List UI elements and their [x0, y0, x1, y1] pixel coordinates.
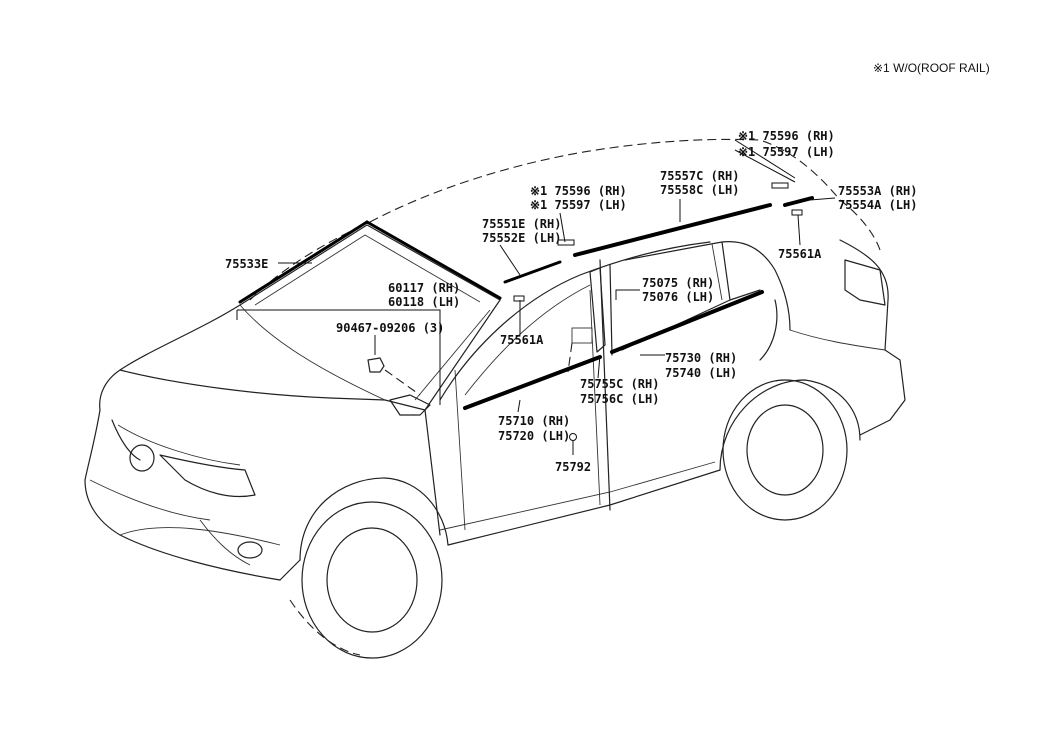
label-75597-lh-mid: ※1 75597 (LH) [530, 198, 627, 212]
front-door-belt-moulding-75710 [463, 355, 602, 410]
roof-clip-75596-mid [557, 239, 575, 246]
roof-moulding-75557c [573, 203, 772, 257]
label-75710: 75710 (RH) [498, 414, 570, 428]
clip-75561a-right [791, 209, 803, 216]
car-outline [84, 138, 906, 659]
rear-roof-moulding-75553a [783, 196, 814, 207]
label-75597-lh-top: ※1 75597 (LH) [738, 145, 835, 159]
label-75552e: 75552E (LH) [482, 231, 561, 245]
label-75076: 75076 (LH) [642, 290, 714, 304]
roof-clip-75596-top [771, 182, 789, 189]
label-75596-rh-mid: ※1 75596 (RH) [530, 184, 627, 198]
label-60118: 60118 (LH) [388, 295, 460, 309]
label-75557c: 75557C (RH) [660, 169, 739, 183]
label-75720: 75720 (LH) [498, 429, 570, 443]
label-75561a-left: 75561A [500, 333, 544, 347]
label-75554a: 75554A (LH) [838, 198, 917, 212]
label-75553a: 75553A (RH) [838, 184, 917, 198]
label-75596-rh-top: ※1 75596 (RH) [738, 129, 835, 143]
roof-rail-note: ※1 W/O(ROOF RAIL) [873, 61, 990, 75]
label-75533e: 75533E [225, 257, 268, 271]
bolt-90467 [367, 357, 385, 373]
windshield-moulding-right [365, 220, 502, 300]
windshield-moulding-75533e [238, 220, 369, 304]
label-75792: 75792 [555, 460, 591, 474]
label-75755c: 75755C (RH) [580, 377, 659, 391]
label-75756c: 75756C (LH) [580, 392, 659, 406]
windshield-side-moulding-75551e [503, 260, 562, 284]
label-60117: 60117 (RH) [388, 281, 460, 295]
moulding-parts [238, 182, 814, 441]
leader-lines [236, 139, 836, 455]
clip-75561a-left [513, 295, 525, 302]
clip-75792 [569, 433, 577, 441]
label-75730: 75730 (RH) [665, 351, 737, 365]
label-75740: 75740 (LH) [665, 366, 737, 380]
rear-door-belt-moulding-75730 [610, 290, 764, 354]
label-90467: 90467-09206 (3) [336, 321, 444, 335]
label-75075: 75075 (RH) [642, 276, 714, 290]
label-75561a-right: 75561A [778, 247, 822, 261]
label-75558c: 75558C (LH) [660, 183, 739, 197]
label-75551e: 75551E (RH) [482, 217, 561, 231]
